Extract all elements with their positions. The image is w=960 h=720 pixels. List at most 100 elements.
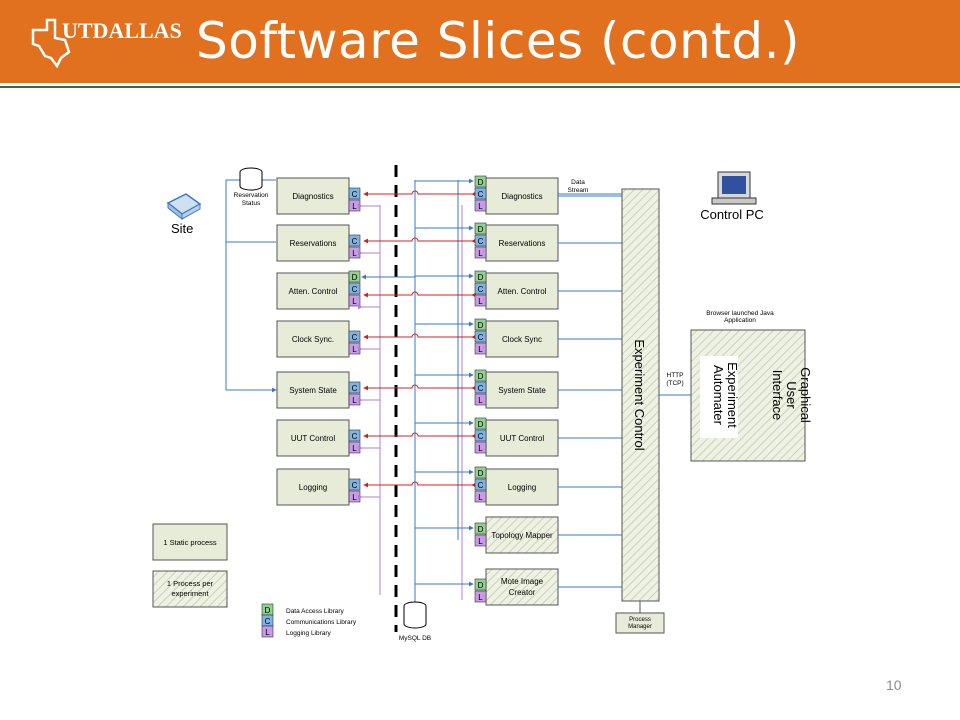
lib-L — [474, 534, 487, 547]
legend-lib-label: Data Access Library — [286, 608, 345, 615]
lib-D-letter: D — [478, 469, 484, 478]
lib-D — [474, 578, 487, 591]
left-process-box — [276, 371, 350, 409]
comm-link — [363, 190, 477, 197]
mysql-db-icon — [403, 601, 427, 629]
svg-text:ExperimentAutomater: ExperimentAutomater — [711, 362, 740, 428]
lib-C — [348, 234, 361, 247]
left-process-box — [276, 320, 350, 358]
page-number: 10 — [886, 677, 902, 693]
lib-D — [474, 318, 487, 331]
left-process-label: Clock Sync. — [292, 335, 334, 344]
lib-L — [474, 294, 487, 307]
reservation-db-icon — [239, 167, 263, 191]
lib-L-letter: L — [478, 249, 483, 258]
lib-C — [348, 330, 361, 343]
lib-D-letter: D — [478, 420, 484, 429]
right-process-box — [485, 568, 559, 606]
right-process-label: Clock Sync — [502, 335, 542, 344]
lib-C-letter: C — [478, 384, 484, 393]
lib-D — [474, 270, 487, 283]
lib-C-letter: C — [352, 384, 358, 393]
lib-D — [474, 466, 487, 479]
control-pc-label: Control PC — [700, 207, 764, 222]
lib-L-letter: L — [478, 297, 483, 306]
http-label: HTTP(TCP) — [666, 372, 683, 387]
lib-L-letter: L — [478, 593, 483, 602]
comm-link — [363, 291, 477, 298]
comm-link — [363, 237, 477, 244]
utdallas-logo — [31, 18, 71, 69]
right-process-box — [485, 419, 559, 457]
comm-link — [363, 481, 477, 488]
left-process-box — [276, 419, 350, 457]
lib-D-letter: D — [478, 525, 484, 534]
lib-L-letter: L — [352, 297, 357, 306]
lib-C-letter: C — [352, 333, 358, 342]
comm-link — [363, 384, 477, 391]
right-process-label: Logging — [508, 483, 536, 492]
lib-D-letter: D — [478, 273, 484, 282]
lib-L-letter: L — [352, 249, 357, 258]
lib-C — [474, 429, 487, 442]
lib-L — [348, 294, 361, 307]
legend-static-box — [152, 523, 228, 561]
lib-L — [474, 246, 487, 259]
lib-D-letter: D — [478, 178, 484, 187]
experiment-control-label: Experiment Control — [632, 339, 647, 450]
lib-L-letter: L — [478, 202, 483, 211]
lib-L-letter: L — [352, 493, 357, 502]
legend-lib-C-letter: C — [265, 617, 271, 626]
lib-C-letter: C — [352, 237, 358, 246]
lib-L-letter: L — [352, 444, 357, 453]
right-process-box — [485, 224, 559, 262]
right-process-label: Topology Mapper — [491, 531, 553, 540]
lib-D-letter: D — [352, 273, 358, 282]
right-process-label: Mote Image — [501, 577, 544, 586]
lib-L — [474, 393, 487, 406]
left-process-label: Logging — [299, 483, 327, 492]
right-process-box — [485, 272, 559, 310]
legend-per-exp-box — [152, 570, 228, 608]
mysql-label: MySQL DB — [399, 635, 431, 642]
right-process-label: Reservations — [499, 239, 546, 248]
legend-lib-label: Logging Library — [286, 630, 332, 637]
lib-C — [348, 381, 361, 394]
lib-D-letter: D — [478, 372, 484, 381]
lib-L — [474, 199, 487, 212]
right-process-label: Atten. Control — [498, 287, 547, 296]
lib-C — [474, 187, 487, 200]
lib-L-letter: L — [478, 537, 483, 546]
gui-label: GraphicalUserInterface — [770, 367, 813, 423]
process-manager-box — [615, 612, 665, 634]
lib-C — [348, 282, 361, 295]
lib-C-letter: C — [352, 190, 358, 199]
lib-D — [474, 522, 487, 535]
lib-L — [474, 441, 487, 454]
header-bar — [0, 0, 960, 83]
left-process-box — [276, 468, 350, 506]
lib-C-letter: C — [478, 481, 484, 490]
lib-C — [348, 187, 361, 200]
lib-L — [474, 342, 487, 355]
lib-D — [348, 270, 361, 283]
right-process-label: Diagnostics — [501, 192, 542, 201]
left-process-label: Diagnostics — [292, 192, 333, 201]
legend-lib-label: Communications Library — [286, 619, 357, 626]
lib-D-letter: D — [478, 321, 484, 330]
left-process-box — [276, 272, 350, 310]
lib-D — [474, 175, 487, 188]
right-process-label: UUT Control — [500, 434, 545, 443]
header-rule — [0, 86, 960, 88]
lib-L-letter: L — [478, 345, 483, 354]
lib-D — [474, 222, 487, 235]
left-process-box — [276, 177, 350, 215]
